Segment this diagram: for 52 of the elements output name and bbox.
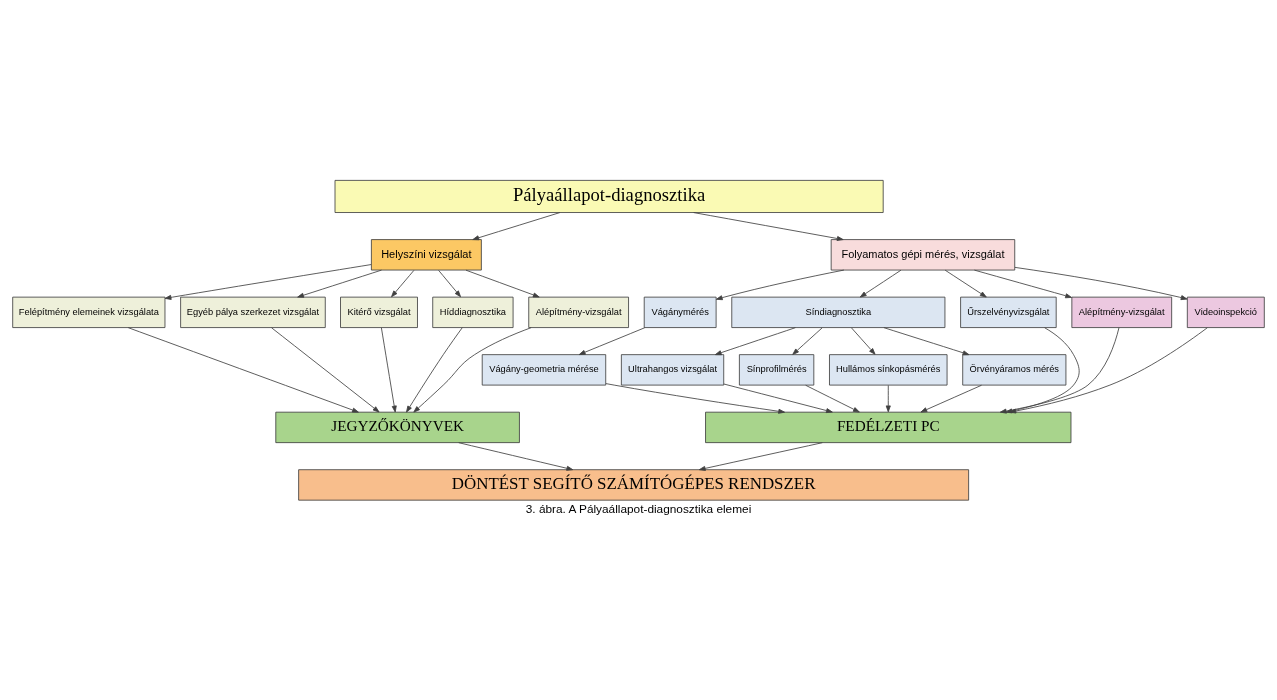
arrow: [883, 327, 970, 356]
arrow: [391, 269, 415, 298]
arrow: [605, 383, 785, 414]
arrow: [974, 269, 1072, 299]
node-box: Felépítmény elemeinek vizsgálata: [12, 296, 166, 328]
arrow: [297, 269, 382, 298]
arrow: [271, 327, 380, 413]
arrow: [465, 269, 540, 298]
node-box: Helyszíni vizsgálat: [370, 239, 482, 271]
arrow: [1009, 327, 1208, 414]
arrow: [406, 327, 463, 413]
node-box: Pályaállapot-diagnosztika: [334, 179, 884, 213]
arrow: [693, 212, 844, 241]
arrow: [472, 212, 561, 241]
arrow: [851, 327, 876, 355]
node-box: Örvényáramos mérés: [962, 354, 1067, 386]
node-box: Kitérő vizsgálat: [340, 296, 418, 328]
arrow: [792, 327, 823, 355]
node-box: Űrszelvényvizsgálat: [960, 296, 1057, 328]
node-box: Sínprofilmérés: [738, 354, 815, 386]
arrow: [164, 264, 372, 300]
arrow: [859, 269, 902, 298]
node-box: DÖNTÉST SEGÍTŐ SZÁMÍTÓGÉPES RENDSZER: [298, 469, 970, 501]
arrow: [1014, 266, 1188, 301]
node-box: FEDÉLZETI PC: [705, 411, 1072, 444]
arrow: [715, 269, 845, 301]
node-box: Síndiagnosztika: [731, 296, 946, 328]
arrow: [438, 269, 461, 298]
arrow: [698, 442, 823, 471]
caption: 3. ábra. A Pályaállapot-diagnosztika elemei: [525, 502, 752, 517]
node-box: Ultrahangos vizsgálat: [620, 354, 725, 386]
arrow: [944, 269, 987, 298]
arrow: [413, 327, 532, 413]
arrow: [723, 383, 833, 414]
arrow: [578, 327, 646, 355]
node-box: JEGYZŐKÖNYVEK: [275, 411, 520, 444]
node-box: Vágány-geometria mérése: [481, 354, 607, 386]
arrow: [380, 327, 397, 413]
node-box: Egyéb pálya szerkezet vizsgálat: [180, 296, 326, 328]
node-box: Híddiagnosztika: [432, 296, 514, 328]
node-box: Alépítmény-vizsgálat: [528, 296, 629, 328]
arrow: [920, 384, 982, 413]
node-box: Alépítmény-vizsgálat: [1071, 296, 1173, 328]
arrow: [127, 327, 359, 413]
arrow: [714, 327, 796, 356]
node-box: Hullámos sínkopásmérés: [829, 354, 948, 386]
arrow: [805, 384, 860, 413]
arrow: [458, 442, 574, 471]
arrow: [885, 384, 891, 413]
node-box: Videoinspekció: [1186, 296, 1265, 328]
node-box: Vágánymérés: [643, 296, 717, 328]
node-box: Folyamatos gépi mérés, vizsgálat: [830, 239, 1016, 271]
